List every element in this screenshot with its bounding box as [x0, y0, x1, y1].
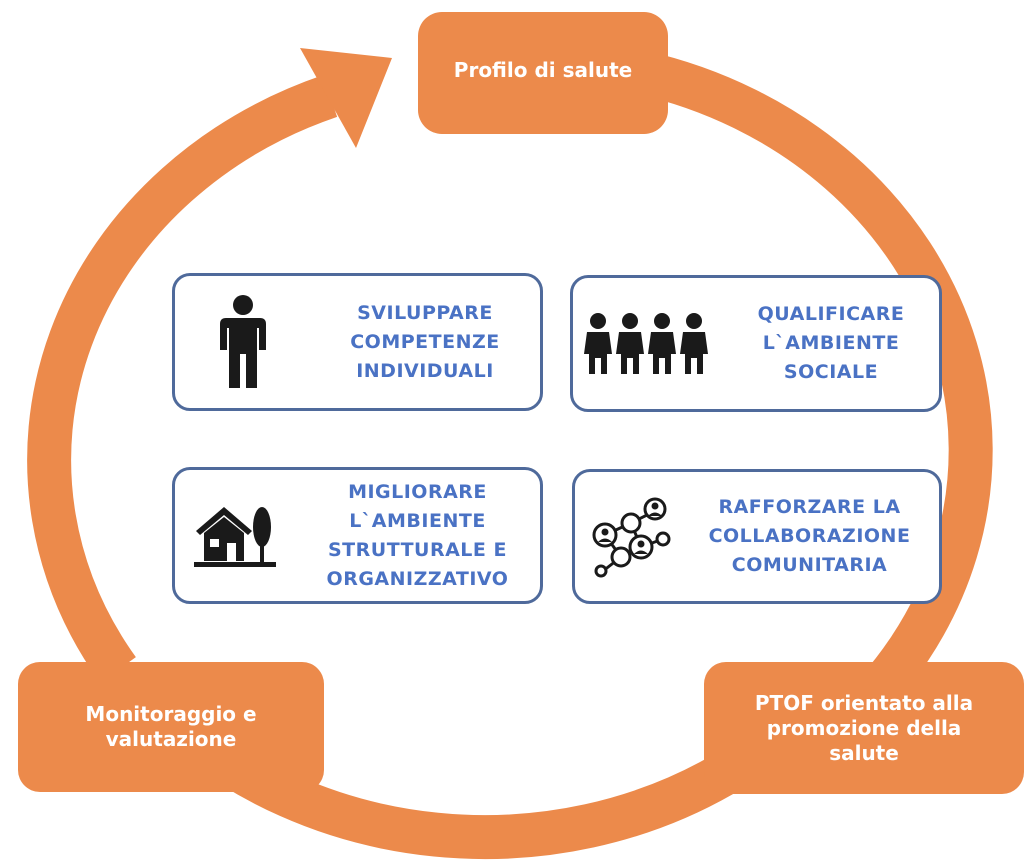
house-tree-icon — [175, 503, 295, 569]
action-label-community-collaboration: RAFFORZARE LA COLLABORAZIONE COMUNITARIA — [708, 496, 911, 576]
stage-ptof: PTOF orientato alla promozione della sal… — [704, 662, 1024, 794]
group-people-icon — [573, 312, 723, 376]
stage-ptof-label: PTOF orientato alla promozione della sal… — [754, 690, 974, 765]
action-label-structural-environment: MIGLIORARE L`AMBIENTE STRUTTURALE E ORGA… — [326, 480, 509, 590]
action-box-individual-skills: SVILUPPARE COMPETENZE INDIVIDUALI — [172, 273, 543, 411]
action-box-structural-environment: MIGLIORARE L`AMBIENTE STRUTTURALE E ORGA… — [172, 467, 543, 604]
network-icon — [575, 495, 680, 579]
action-box-social-environment: QUALIFICARE L`AMBIENTE SOCIALE — [570, 275, 942, 412]
stage-monitoring-label: Monitoraggio e valutazione — [85, 702, 257, 751]
action-label-social-environment: QUALIFICARE L`AMBIENTE SOCIALE — [757, 303, 905, 383]
stage-health-profile-label: Profilo di salute — [453, 58, 633, 82]
stage-monitoring: Monitoraggio e valutazione — [18, 662, 324, 792]
action-label-individual-skills: SVILUPPARE COMPETENZE INDIVIDUALI — [350, 301, 500, 382]
action-box-community-collaboration: RAFFORZARE LA COLLABORAZIONE COMUNITARIA — [572, 469, 942, 604]
person-icon — [175, 294, 310, 390]
cycle-arrowhead — [300, 48, 392, 148]
stage-health-profile: Profilo di salute — [418, 12, 668, 134]
